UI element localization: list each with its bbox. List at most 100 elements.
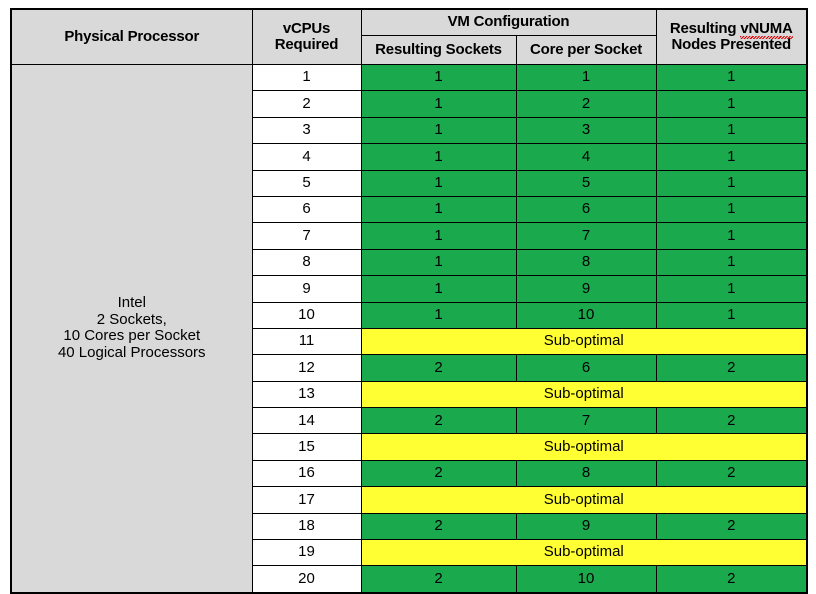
resulting-vnuma-nodes-cell: 1 (655, 222, 808, 250)
core-per-socket-cell: 5 (515, 169, 657, 197)
resulting-sockets-cell: 1 (360, 116, 517, 145)
resulting-sockets-cell: 2 (360, 459, 517, 488)
vcpus-required-cell: 20 (251, 565, 362, 594)
core-per-socket-cell: 2 (515, 90, 657, 118)
resulting-vnuma-line-2: Nodes Presented (671, 36, 792, 53)
core-per-socket-cell: 7 (515, 222, 657, 250)
resulting-sockets-cell: 1 (360, 143, 517, 171)
suboptimal-cell: Sub-optimal (360, 539, 808, 567)
processor-spec-line-2: 2 Sockets, (96, 310, 167, 328)
vcpus-required-cell: 2 (251, 90, 362, 118)
suboptimal-cell: Sub-optimal (360, 486, 808, 514)
resulting-sockets-cell: 1 (360, 222, 517, 250)
spellcheck-underline-vnuma: vNUMA (740, 19, 794, 39)
vcpus-required-line-2: Required (274, 36, 339, 53)
vcpus-required-cell: 8 (251, 248, 362, 277)
processor-spec-line-1: Intel (117, 294, 146, 312)
core-per-socket-cell: 4 (515, 143, 657, 171)
resulting-sockets-cell: 2 (360, 565, 517, 594)
resulting-sockets-cell: 1 (360, 195, 517, 224)
core-per-socket-cell: 10 (515, 565, 657, 594)
vnuma-configuration-table: Physical Processor vCPUs Required VM Con… (10, 8, 808, 594)
resulting-sockets-cell: 2 (360, 512, 517, 541)
core-per-socket-cell: 7 (515, 407, 657, 435)
resulting-sockets-cell: 2 (360, 407, 517, 435)
column-header-resulting-sockets: Resulting Sockets (360, 35, 517, 65)
resulting-sockets-cell: 1 (360, 248, 517, 277)
resulting-sockets-cell: 1 (360, 90, 517, 118)
resulting-sockets-cell: 1 (360, 169, 517, 197)
vcpus-required-cell: 12 (251, 354, 362, 382)
core-per-socket-cell: 8 (515, 459, 657, 488)
vcpus-required-cell: 18 (251, 512, 362, 541)
vcpus-required-cell: 16 (251, 459, 362, 488)
resulting-vnuma-nodes-cell: 1 (655, 248, 808, 277)
vcpus-required-cell: 13 (251, 380, 362, 409)
core-per-socket-cell: 3 (515, 116, 657, 145)
vcpus-required-cell: 5 (251, 169, 362, 197)
processor-spec-line-3: 10 Cores per Socket (63, 327, 201, 345)
resulting-vnuma-nodes-cell: 1 (655, 63, 808, 92)
vcpus-required-cell: 11 (251, 327, 362, 356)
vcpus-required-cell: 19 (251, 539, 362, 567)
vcpus-required-cell: 4 (251, 143, 362, 171)
column-header-resulting-vnuma-nodes: Resulting vNUMA Nodes Presented (655, 8, 808, 65)
suboptimal-cell: Sub-optimal (360, 380, 808, 409)
core-per-socket-cell: 1 (515, 63, 657, 92)
resulting-sockets-cell: 1 (360, 275, 517, 303)
column-header-physical-processor: Physical Processor (10, 8, 253, 65)
core-per-socket-cell: 8 (515, 248, 657, 277)
resulting-vnuma-nodes-cell: 2 (655, 459, 808, 488)
resulting-vnuma-nodes-cell: 2 (655, 354, 808, 382)
vcpus-required-cell: 6 (251, 195, 362, 224)
core-per-socket-cell: 10 (515, 301, 657, 329)
core-per-socket-cell: 9 (515, 275, 657, 303)
vcpus-required-cell: 3 (251, 116, 362, 145)
suboptimal-cell: Sub-optimal (360, 327, 808, 356)
resulting-vnuma-nodes-cell: 1 (655, 169, 808, 197)
resulting-vnuma-prefix: Resulting (669, 19, 741, 37)
header-row-bottom: Resulting Sockets Core per Socket (11, 35, 807, 65)
header-row-top: Physical Processor vCPUs Required VM Con… (10, 8, 808, 65)
resulting-vnuma-nodes-cell: 1 (655, 116, 808, 145)
vcpus-required-cell: 17 (251, 486, 362, 514)
column-header-vm-configuration: VM Configuration (360, 8, 657, 36)
resulting-vnuma-nodes-cell: 1 (655, 90, 808, 118)
core-per-socket-cell: 6 (515, 354, 657, 382)
vcpus-required-line-1: vCPUs (282, 19, 331, 37)
vcpus-required-cell: 15 (251, 433, 362, 461)
resulting-sockets-cell: 1 (360, 63, 517, 92)
resulting-vnuma-nodes-cell: 1 (655, 301, 808, 329)
resulting-sockets-cell: 2 (360, 354, 517, 382)
resulting-vnuma-nodes-cell: 2 (655, 512, 808, 541)
resulting-sockets-cell: 1 (360, 301, 517, 329)
vcpus-required-cell: 1 (251, 63, 362, 92)
resulting-vnuma-nodes-cell: 1 (655, 143, 808, 171)
column-header-core-per-socket: Core per Socket (515, 35, 657, 65)
resulting-vnuma-nodes-cell: 1 (655, 275, 808, 303)
vcpus-required-cell: 9 (251, 275, 362, 303)
vcpus-required-cell: 14 (251, 407, 362, 435)
column-header-vcpus-required: vCPUs Required (251, 8, 362, 65)
vcpus-required-cell: 10 (251, 301, 362, 329)
core-per-socket-cell: 9 (515, 512, 657, 541)
table-header: Physical Processor vCPUs Required VM Con… (10, 8, 808, 65)
resulting-vnuma-nodes-cell: 2 (655, 407, 808, 435)
vnuma-table-container: Physical Processor vCPUs Required VM Con… (10, 8, 808, 594)
suboptimal-cell: Sub-optimal (360, 433, 808, 461)
resulting-vnuma-nodes-cell: 2 (655, 565, 808, 594)
resulting-vnuma-nodes-cell: 1 (655, 195, 808, 224)
